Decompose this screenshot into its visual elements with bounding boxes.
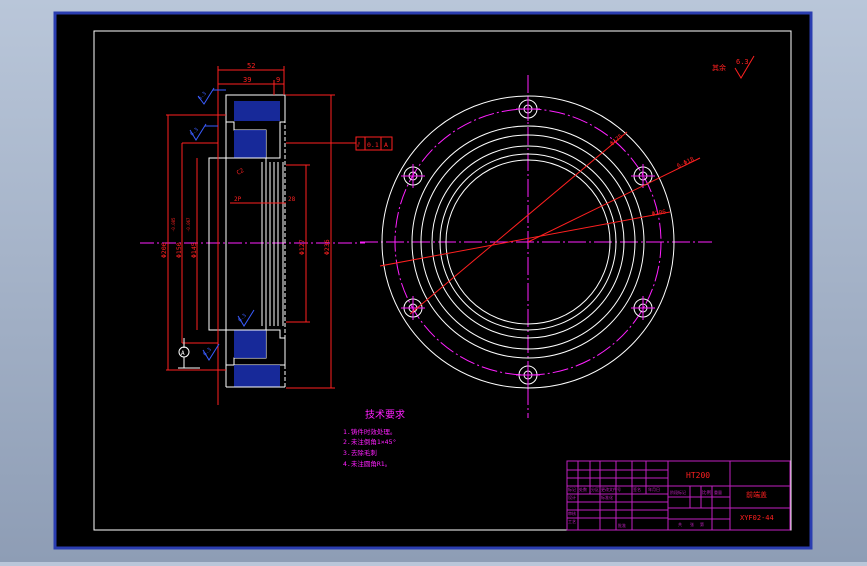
tech-requirements: 技术要求 1.铸件时效处理。 2.未注倒角1×45° 3.去除毛刺 4.未注圆角… [343, 408, 405, 468]
tolerance-value: 0.1 [367, 141, 379, 149]
section-hatch-bottom [234, 330, 266, 358]
cell-text: 审核 [568, 510, 576, 516]
section-view: 52 39 9 Φ206 Φ150 -0.085 Φ145 -0.067 Φ12… [140, 62, 365, 405]
cell-text: 分区 [591, 486, 599, 492]
title-material: HT200 [686, 471, 710, 480]
roughness-note-value: 6.3 [736, 58, 749, 66]
cell-text: 签名 [633, 486, 641, 492]
roughness-value-4: 6.3 [202, 347, 213, 358]
dim-text-206: Φ206 [160, 242, 168, 258]
tolerance-symbol: ⫽ [356, 141, 361, 149]
section-hatch-bottom-2 [234, 365, 266, 387]
dim-tol-150: -0.085 [171, 217, 176, 232]
cell-text: 更改文件号 [601, 486, 621, 492]
circle-175 [431, 145, 625, 339]
roughness-symbols-blue [189, 87, 255, 361]
roughness-note-symbol [734, 55, 755, 79]
bolt-hole [516, 363, 540, 387]
bolt-hole [401, 164, 425, 188]
tolerance-frame: ⫽ 0.1 A [286, 136, 393, 151]
drawing-area [53, 11, 813, 550]
circle-206 [411, 125, 645, 359]
cell-text: 阶段标记 [670, 489, 686, 495]
cell-text: 共 [678, 521, 682, 527]
circle-190 [420, 134, 636, 350]
tech-item: 2.未注倒角1×45° [343, 437, 396, 446]
drawing-frame [93, 30, 792, 531]
tech-item: 4.未注圆角R1。 [343, 459, 391, 468]
tech-title: 技术要求 [365, 408, 405, 421]
diam-text-206: Φ206 [651, 208, 667, 217]
cell-text: 标准化 [601, 494, 613, 500]
dim-text-236: Φ236 [323, 239, 331, 255]
roughness-value-1: 6.3 [197, 91, 208, 102]
cell-text: 设计 [568, 494, 576, 500]
title-drawing-no: XYF02-44 [740, 514, 774, 522]
cell-text: 重量 [714, 489, 722, 495]
bolt-hole [631, 296, 655, 320]
thread-label-2p: 2P [234, 196, 242, 203]
bolt-hole [516, 97, 540, 121]
thread-label-28: 28 [288, 196, 296, 203]
cell-text: 张 [690, 521, 694, 527]
tech-item: 3.去除毛刺 [343, 448, 377, 457]
leader-175 [409, 131, 628, 315]
dim-text-39: 39 [243, 76, 251, 84]
leader-holes [527, 157, 701, 243]
dim-text-150: Φ150 [175, 242, 183, 258]
section-hatch-top-3 [234, 130, 266, 158]
cell-text: 工艺 [568, 519, 576, 524]
section-hatch-top-2 [266, 101, 280, 121]
chamfer-label: C2 [236, 167, 246, 177]
dim-text-9: 9 [276, 76, 280, 84]
cell-text: 标记 [568, 486, 576, 492]
bolt-holes [401, 97, 655, 387]
roughness-value-3: 6.3 [237, 313, 248, 324]
tolerance-datum: A [384, 141, 388, 149]
circle-150 [445, 159, 611, 325]
leader-206 [379, 211, 671, 267]
outer-circle [381, 95, 675, 389]
cell-text: 处数 [579, 486, 587, 492]
flange-bottom-outline [226, 329, 286, 366]
title-block-frame [566, 460, 791, 531]
cell-text: 批准 [618, 522, 626, 528]
circle-160 [439, 153, 617, 331]
roughness-value-2: 6.3 [189, 127, 200, 138]
dim-text-127: Φ127 [298, 239, 306, 255]
bolt-hole [401, 296, 425, 320]
bolt-hole [631, 164, 655, 188]
cell-text: 年月日 [648, 486, 660, 492]
title-part-name: 前端盖 [746, 490, 767, 499]
dim-text-52: 52 [247, 62, 255, 70]
title-scale-header: 比例 [702, 489, 711, 496]
dim-text-145: Φ145 [190, 242, 198, 258]
roughness-note: 其余 6.3 [712, 55, 755, 79]
roughness-note-prefix: 其余 [712, 63, 726, 72]
title-block [566, 460, 791, 531]
section-hatch-top [234, 101, 266, 121]
title-small-cells: 标记 处数 分区 更改文件号 签名 年月日 设计 标准化 阶段标记 重量 审核 … [568, 486, 722, 528]
tech-item: 1.铸件时效处理。 [343, 427, 396, 436]
dim-tol-145: -0.067 [186, 217, 191, 232]
datum-label: A [181, 350, 185, 357]
tolerance-box [355, 136, 393, 151]
cell-text: 第 [700, 521, 704, 527]
section-hatch-bottom-3 [266, 365, 280, 387]
